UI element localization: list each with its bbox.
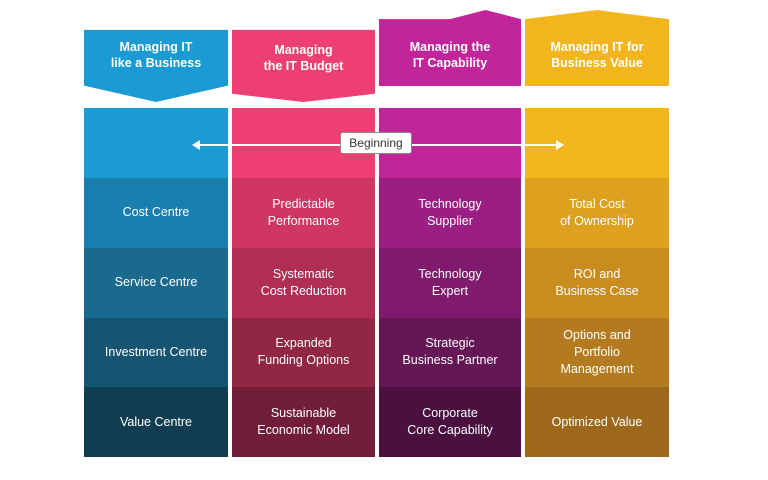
column-it-like-a-business: Cost Centre Service Centre Investment Ce… [84, 108, 228, 458]
cell-total-cost-of-ownership: Total Cost of Ownership [525, 178, 669, 248]
cell-systematic-cost-reduction: Systematic Cost Reduction [232, 247, 375, 318]
header-managing-the-it-capability: Managing the IT Capability [379, 10, 521, 86]
cell-technology-supplier: Technology Supplier [379, 178, 521, 248]
cell-service-centre: Service Centre [84, 247, 228, 318]
cell-options-and-portfolio-management: Options and Portfolio Management [525, 317, 669, 388]
cell-predictable-performance: Predictable Performance [232, 178, 375, 248]
column-it-budget: Predictable Performance Systematic Cost … [232, 108, 375, 458]
cell-optimized-value: Optimized Value [525, 387, 669, 458]
cell-expanded-funding-options: Expanded Funding Options [232, 317, 375, 388]
cell-roi-and-business-case: ROI and Business Case [525, 247, 669, 318]
cell-corporate-core-capability: Corporate Core Capability [379, 387, 521, 458]
header-managing-the-it-budget: Managing the IT Budget [232, 29, 375, 102]
header-managing-it-like-a-business: Managing IT like a Business [84, 29, 228, 102]
cell-technology-expert: Technology Expert [379, 247, 521, 318]
beginning-label: Beginning [340, 132, 412, 154]
arrow-right-icon [556, 140, 564, 150]
header-managing-it-for-business-value: Managing IT for Business Value [525, 10, 669, 86]
arrow-left-icon [192, 140, 200, 150]
cell-cost-centre: Cost Centre [84, 178, 228, 248]
column-top-band [525, 108, 669, 178]
column-business-value: Total Cost of Ownership ROI and Business… [525, 108, 669, 458]
column-top-band [84, 108, 228, 178]
cell-sustainable-economic-model: Sustainable Economic Model [232, 387, 375, 458]
cell-strategic-business-partner: Strategic Business Partner [379, 317, 521, 388]
cell-investment-centre: Investment Centre [84, 317, 228, 388]
column-it-capability: Technology Supplier Technology Expert St… [379, 108, 521, 458]
cell-value-centre: Value Centre [84, 387, 228, 458]
